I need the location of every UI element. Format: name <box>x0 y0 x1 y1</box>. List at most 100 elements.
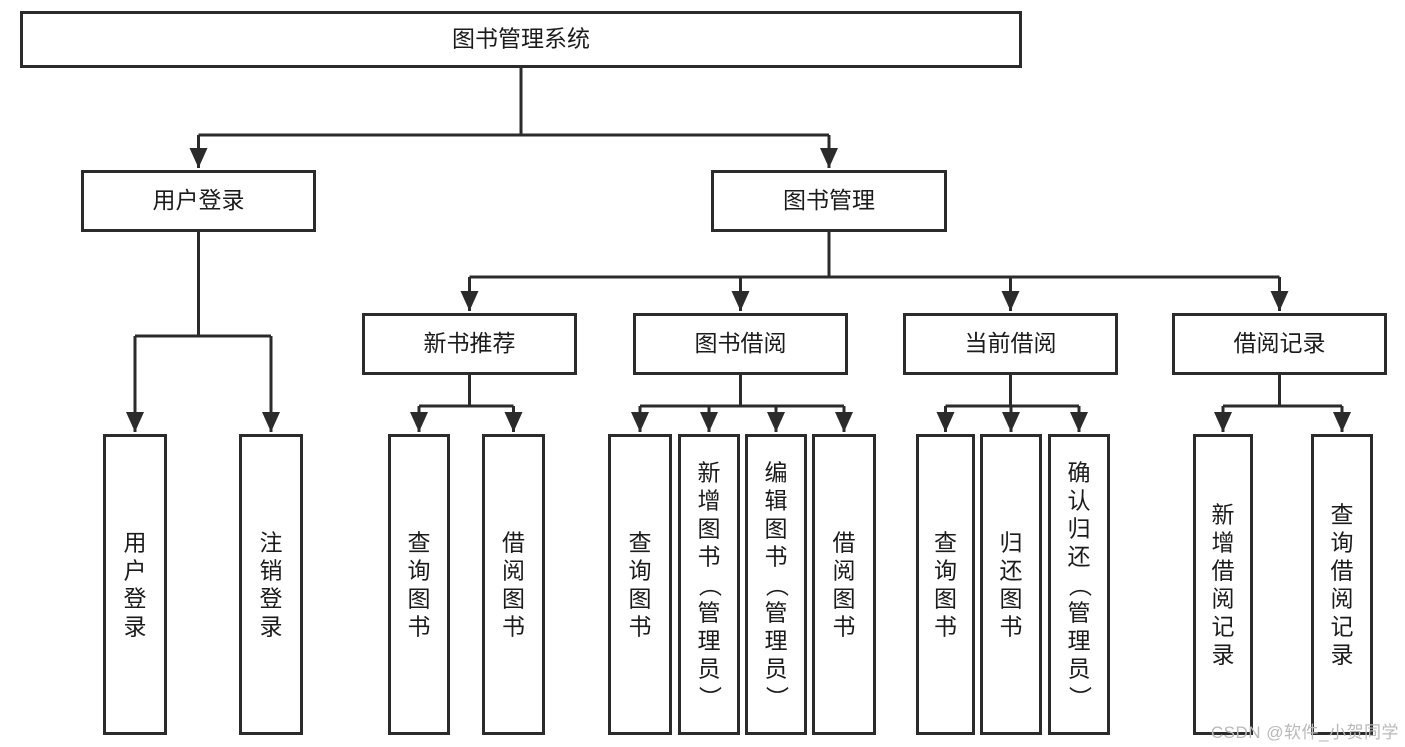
node-leaf-9-rect <box>980 434 1042 735</box>
node-leaf-1-label-char: 录 <box>260 613 283 639</box>
node-leaf-6-label-char: 书 <box>765 543 788 569</box>
node-root-book-management-system-label: 图书管理系统 <box>452 26 590 52</box>
node-l3-1-rect <box>633 313 848 375</box>
node-l3-0-label: 新书推荐 <box>424 330 516 356</box>
node-leaf-11-label-char: 阅 <box>1212 585 1235 611</box>
node-l2-1-label: 图书管理 <box>783 187 875 213</box>
node-leaf-7-label-char: 阅 <box>833 557 856 583</box>
node-leaf-5-label-char: 理 <box>698 627 721 653</box>
node-l3-0[interactable]: 新书推荐 <box>362 313 577 375</box>
node-l3-0-rect <box>362 313 577 375</box>
node-leaf-2-label-char: 询 <box>408 557 431 583</box>
node-leaf-1-rect <box>239 434 303 735</box>
arrowhead-l3-0 <box>460 291 479 311</box>
node-leaf-5-label-char: ） <box>697 686 723 709</box>
node-leaf-5-label-char: （ <box>697 574 723 597</box>
node-leaf-0-label-char: 用 <box>124 529 147 555</box>
node-l3-2[interactable]: 当前借阅 <box>903 313 1118 375</box>
node-root-book-management-system-rect <box>20 11 1022 68</box>
node-leaf-8-label-char: 查 <box>934 529 957 555</box>
node-leaf-7-label-char: 借 <box>833 529 856 555</box>
node-l3-3-rect <box>1172 313 1387 375</box>
node-leaf-9-label-char: 图 <box>1000 585 1023 611</box>
node-leaf-2-label-char: 书 <box>408 613 431 639</box>
node-l3-1[interactable]: 图书借阅 <box>633 313 848 375</box>
arrowhead-leaf-0 <box>410 412 428 432</box>
arrowhead-leaf-1 <box>1002 412 1020 432</box>
node-l2-0-rect <box>81 170 316 232</box>
arrowhead-leaf-0 <box>936 412 955 432</box>
node-leaf-5-label-char: 员 <box>698 655 721 681</box>
node-leaf-3-label-char: 书 <box>502 613 525 639</box>
node-l3-3-label: 借阅记录 <box>1234 330 1326 356</box>
node-leaf-5-label-char: 新 <box>698 459 721 485</box>
arrowhead-leaf-2 <box>1070 412 1088 432</box>
arrowhead-l3-3 <box>1270 291 1289 311</box>
arrowhead-l2-1 <box>820 148 838 168</box>
node-leaf-11-label-char: 录 <box>1212 641 1235 667</box>
node-leaf-10-label-char: 归 <box>1068 515 1091 541</box>
node-leaf-12-label-char: 查 <box>1331 501 1354 527</box>
node-leaf-10-rect <box>1048 434 1110 735</box>
node-leaf-3-label-char: 阅 <box>502 557 525 583</box>
node-leaf-9-label-char: 还 <box>1000 557 1023 583</box>
node-leaf-9-label-char: 书 <box>1000 613 1023 639</box>
node-l2-0-label: 用户登录 <box>153 187 245 213</box>
node-l2-0[interactable]: 用户登录 <box>81 170 316 232</box>
node-leaf-0-rect <box>103 434 167 735</box>
connector-layer <box>126 68 1351 432</box>
node-leaf-5-rect <box>678 434 740 735</box>
node-leaf-8-label-char: 书 <box>934 613 957 639</box>
node-leaf-6-label-char: 编 <box>765 459 788 485</box>
arrowhead-leaf-0 <box>631 412 649 432</box>
node-leaf-0-label-char: 登 <box>124 585 147 611</box>
node-l3-1-label: 图书借阅 <box>695 330 787 356</box>
node-leaf-1-label-char: 销 <box>260 557 283 583</box>
node-l3-3[interactable]: 借阅记录 <box>1172 313 1387 375</box>
node-leaf-10-label-char: ） <box>1067 686 1093 709</box>
node-leaf-5-label-char: 增 <box>698 487 721 513</box>
node-leaf-0-label-char: 户 <box>124 557 147 583</box>
node-leaf-6-label-char: 管 <box>765 599 788 625</box>
arrowhead-l2-0 <box>189 148 208 168</box>
node-leaf-12-label-char: 阅 <box>1331 585 1354 611</box>
node-leaf-6-label-char: 图 <box>765 515 788 541</box>
node-l3-2-rect <box>903 313 1118 375</box>
arrowhead-leaf-0 <box>126 412 144 432</box>
node-leaf-3-label-char: 借 <box>502 529 525 555</box>
node-leaf-4-label-char: 书 <box>629 613 652 639</box>
node-l2-1[interactable]: 图书管理 <box>711 170 947 232</box>
node-leaf-10-label-char: 认 <box>1068 487 1091 513</box>
node-l2-1-rect <box>711 170 947 232</box>
node-leaf-7-label-char: 图 <box>833 585 856 611</box>
node-leaf-10-label-char: 还 <box>1068 543 1091 569</box>
node-leaf-0[interactable]: 用户登录 <box>103 434 167 735</box>
node-leaf-10-label-char: 员 <box>1068 655 1091 681</box>
node-leaf-5-label-char: 图 <box>698 515 721 541</box>
arrowhead-leaf-1 <box>1333 412 1351 432</box>
node-leaf-11-label-char: 增 <box>1212 529 1235 555</box>
node-leaf-6-rect <box>745 434 807 735</box>
node-leaf-11-label-char: 新 <box>1212 501 1235 527</box>
node-leaf-8-label-char: 询 <box>934 557 957 583</box>
node-leaf-4-label-char: 查 <box>629 529 652 555</box>
node-l3-2-label: 当前借阅 <box>965 330 1057 356</box>
arrowhead-leaf-1 <box>504 412 523 432</box>
node-root-book-management-system[interactable]: 图书管理系统 <box>20 11 1022 68</box>
node-leaf-4-rect <box>608 434 672 735</box>
csdn-watermark: CSDN @软件_小贺同学 <box>1210 723 1399 742</box>
node-leaf-11-label-char: 记 <box>1212 613 1235 639</box>
